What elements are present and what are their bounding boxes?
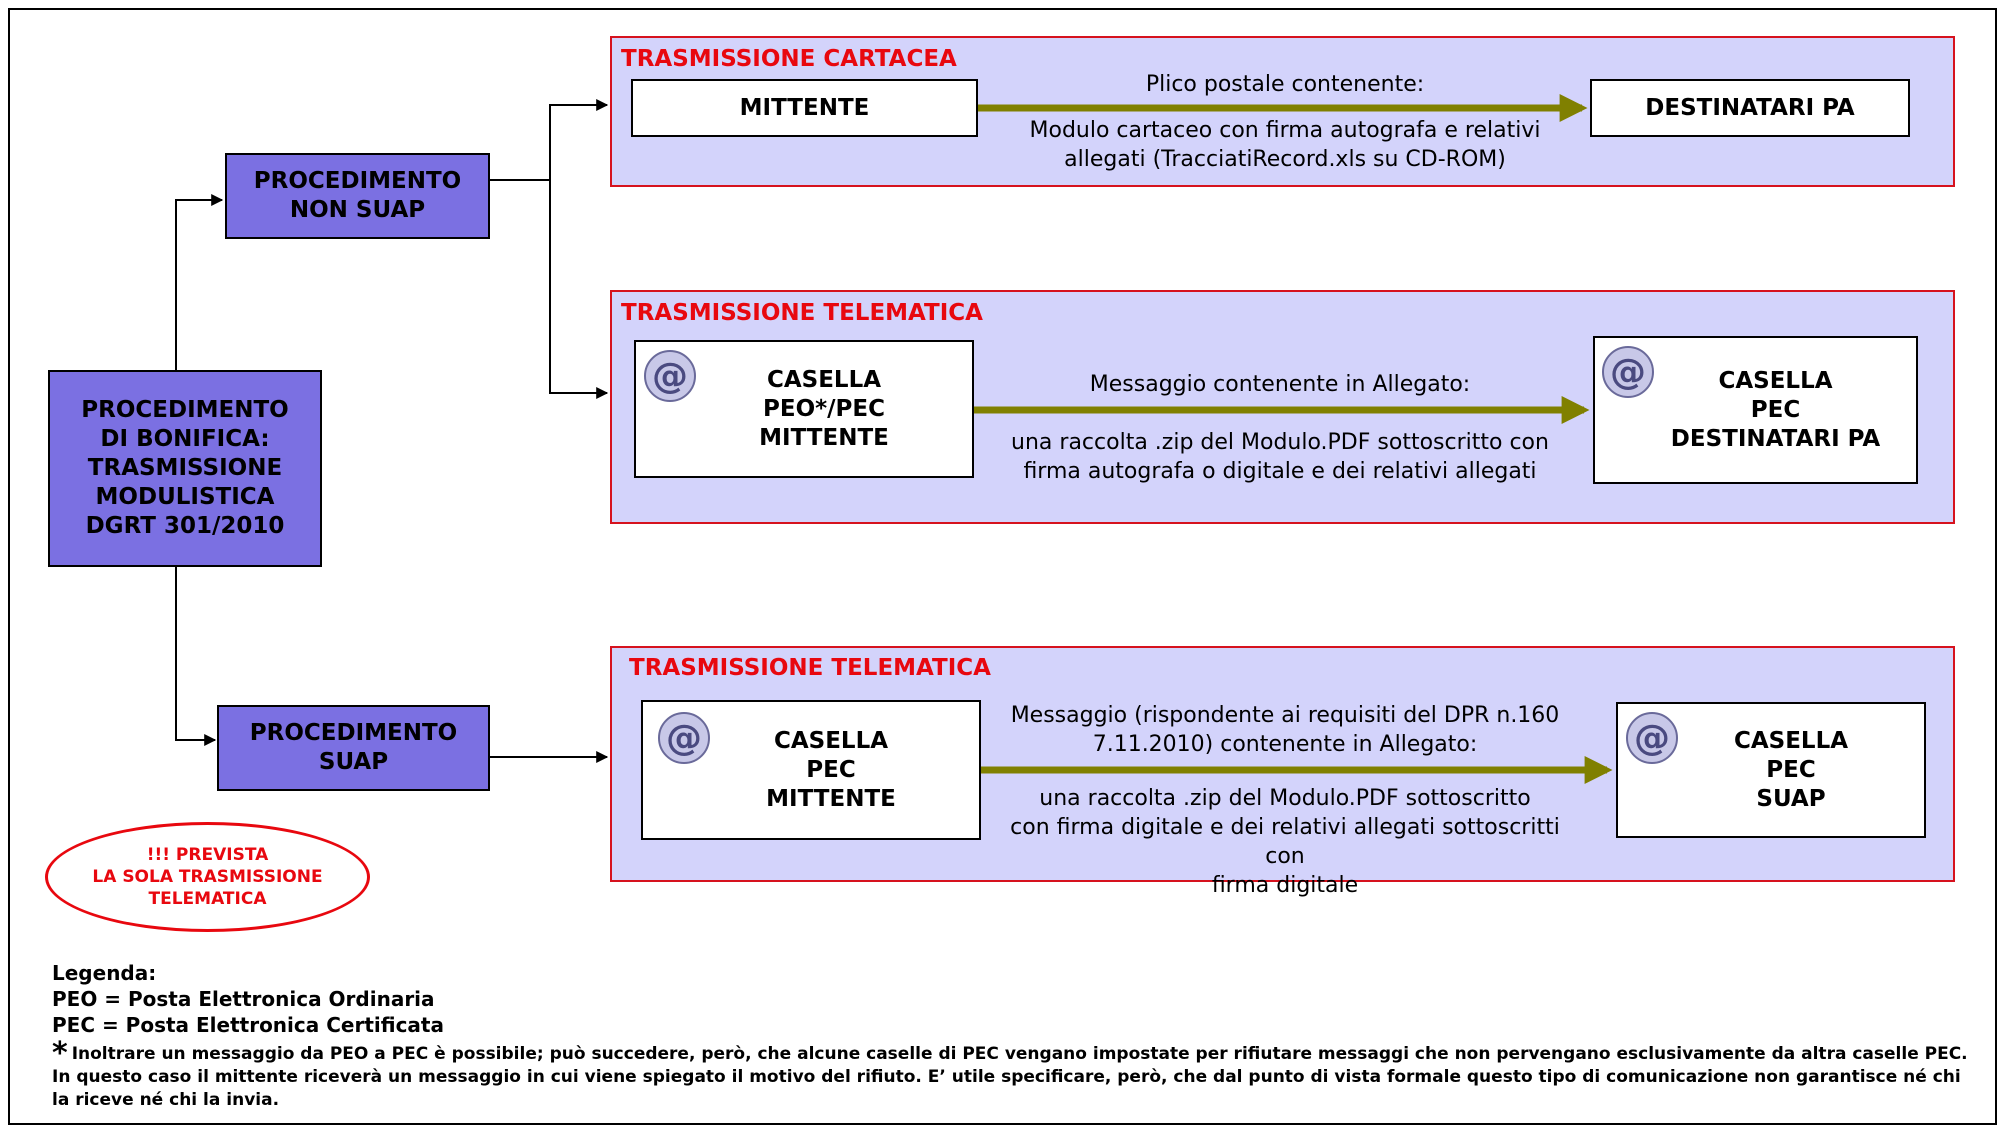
suap-node: PROCEDIMENTO SUAP xyxy=(217,705,490,791)
legend-peo: PEO = Posta Elettronica Ordinaria xyxy=(52,987,435,1011)
footnote-star: * xyxy=(52,1036,68,1071)
at-email-icon: @ xyxy=(1602,346,1654,398)
legend-note-text: Inoltrare un messaggio da PEO a PEC è po… xyxy=(52,1044,1968,1110)
at-email-icon: @ xyxy=(644,350,696,402)
svg-text:@: @ xyxy=(652,356,688,397)
svg-text:@: @ xyxy=(666,718,702,759)
at-email-icon: @ xyxy=(1626,712,1678,764)
connector-to-telematica xyxy=(549,180,609,399)
non-suap-node: PROCEDIMENTO NON SUAP xyxy=(225,153,490,239)
panel-telematica-suap-title: TRASMISSIONE TELEMATICA xyxy=(629,655,991,681)
svg-text:@: @ xyxy=(1634,718,1670,759)
legend-pec: PEC = Posta Elettronica Certificata xyxy=(52,1013,444,1037)
cartacea-text-above: Plico postale contenente: xyxy=(1145,72,1425,97)
cartacea-text-below: Modulo cartaceo con firma autografa e re… xyxy=(1029,118,1541,172)
telematica-nonsuap-text-above: Messaggio contenente in Allegato: xyxy=(1089,372,1471,397)
legend-note: *Inoltrare un messaggio da PEO a PEC è p… xyxy=(52,1039,1972,1112)
receiver-box-cartacea: DESTINATARI PA xyxy=(1590,79,1910,137)
diagram-frame xyxy=(8,8,1997,1125)
main-procedure-node: PROCEDIMENTO DI BONIFICA: TRASMISSIONE M… xyxy=(48,370,322,567)
connector-main-to-nonsuap xyxy=(175,194,224,370)
connector-to-cartacea xyxy=(549,99,609,180)
at-email-icon: @ xyxy=(658,712,710,764)
sender-box-telematica-suap: CASELLA PEC MITTENTE xyxy=(641,700,981,840)
legend-title: Legenda: xyxy=(52,961,157,985)
connector-main-to-suap xyxy=(175,562,217,746)
panel-telematica-nonsuap-title: TRASMISSIONE TELEMATICA xyxy=(621,300,983,326)
panel-cartacea-title: TRASMISSIONE CARTACEA xyxy=(621,46,957,72)
sender-box-cartacea: MITTENTE xyxy=(631,79,978,137)
svg-text:@: @ xyxy=(1610,352,1646,393)
warning-oval: !!! PREVISTA LA SOLA TRASMISSIONE TELEMA… xyxy=(45,822,370,932)
telematica-nonsuap-text-below: una raccolta .zip del Modulo.PDF sottosc… xyxy=(1011,430,1549,484)
receiver-box-telematica-nonsuap: CASELLA PEC DESTINATARI PA xyxy=(1593,336,1918,484)
telematica-suap-text-above: Messaggio (rispondente ai requisiti del … xyxy=(1010,703,1560,757)
telematica-suap-text-below: una raccolta .zip del Modulo.PDF sottosc… xyxy=(1010,786,1560,898)
